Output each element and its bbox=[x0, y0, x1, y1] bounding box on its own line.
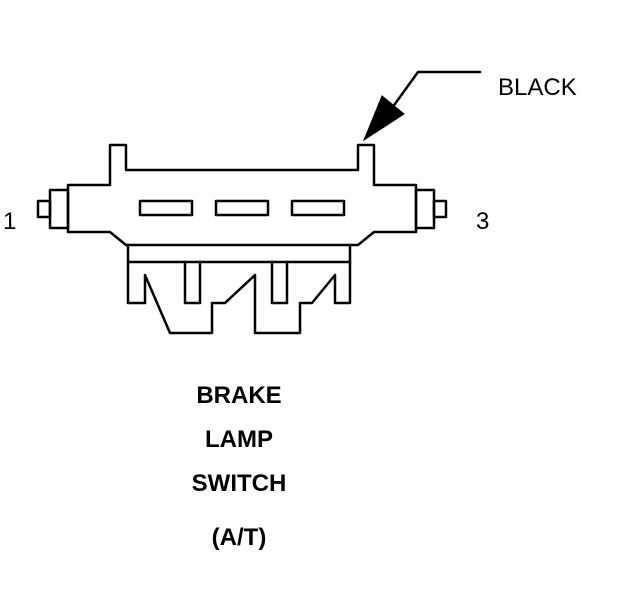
pin-stub-right bbox=[414, 188, 436, 230]
terminal-cavity-2 bbox=[214, 199, 270, 217]
pin-stub-left bbox=[48, 188, 70, 230]
color-callout-label: BLACK bbox=[498, 74, 577, 101]
connector-lower-body bbox=[126, 243, 352, 335]
callout-arrowhead bbox=[362, 95, 405, 142]
caption-line-4: (A/T) bbox=[211, 524, 267, 551]
connector-housing bbox=[66, 143, 418, 247]
caption-line-3: SWITCH bbox=[191, 470, 287, 497]
pin-tip-left bbox=[36, 199, 52, 219]
terminal-cavity-3 bbox=[290, 199, 346, 217]
pin-number-left: 1 bbox=[3, 208, 17, 235]
pin-tip-right bbox=[432, 199, 448, 219]
terminal-cavity-1 bbox=[138, 199, 194, 217]
caption-line-2: LAMP bbox=[205, 426, 273, 453]
pin-number-right: 3 bbox=[476, 208, 490, 235]
callout-leader bbox=[390, 70, 482, 110]
caption-line-1: BRAKE bbox=[196, 382, 282, 409]
